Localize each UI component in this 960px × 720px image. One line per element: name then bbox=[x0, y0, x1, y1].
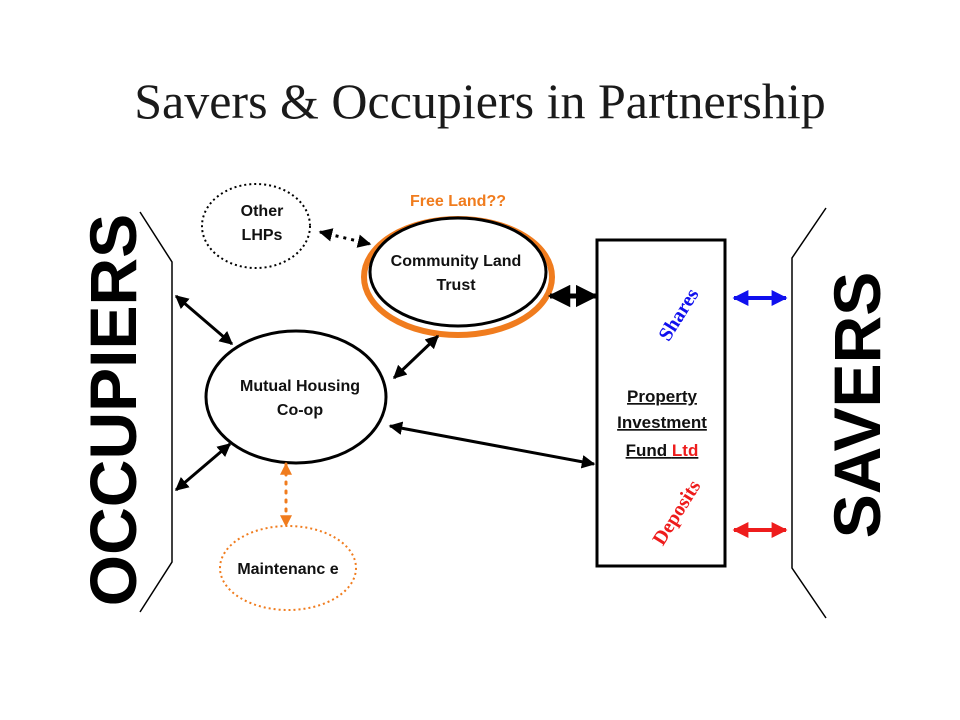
occupiers-mhc-bottom-arrow bbox=[174, 442, 232, 492]
community-land-trust-node bbox=[368, 216, 548, 328]
maintenance-label: Maintenanc e bbox=[237, 561, 338, 578]
fund-line2: Investment bbox=[617, 413, 707, 432]
lhps-clt-arrow bbox=[318, 228, 372, 248]
occupiers-bracket bbox=[139, 211, 173, 613]
deposits-label: Deposits bbox=[648, 476, 705, 549]
property-investment-fund-box bbox=[595, 238, 727, 568]
mhc-line2: Co-op bbox=[277, 402, 323, 419]
page-title: Savers & Occupiers in Partnership bbox=[134, 73, 826, 129]
fund-line3: Fund Ltd bbox=[626, 441, 699, 460]
other-lhps-node bbox=[201, 183, 311, 269]
mutual-housing-coop-node bbox=[204, 329, 388, 465]
clt-mhc-arrow bbox=[392, 334, 440, 380]
fund-line3-b: Ltd bbox=[672, 441, 698, 460]
mhc-fund-arrow bbox=[388, 421, 596, 469]
savers-label: SAVERS bbox=[820, 272, 894, 539]
clt-line2: Trust bbox=[436, 277, 476, 294]
maintenance-node bbox=[219, 525, 357, 611]
clt-line1: Community Land bbox=[391, 253, 522, 270]
other-lhps-line2: LHPs bbox=[242, 227, 283, 244]
shares-label: Shares bbox=[654, 284, 703, 345]
fund-line3-a: Fund bbox=[626, 441, 672, 460]
other-lhps-line1: Other bbox=[241, 203, 284, 220]
free-land-label: Free Land?? bbox=[410, 193, 506, 210]
mhc-line1: Mutual Housing bbox=[240, 378, 360, 395]
occupiers-label: OCCUPIERS bbox=[76, 214, 150, 606]
savers-bracket bbox=[791, 207, 827, 619]
fund-line1: Property bbox=[627, 387, 697, 406]
occupiers-mhc-top-arrow bbox=[174, 294, 234, 346]
